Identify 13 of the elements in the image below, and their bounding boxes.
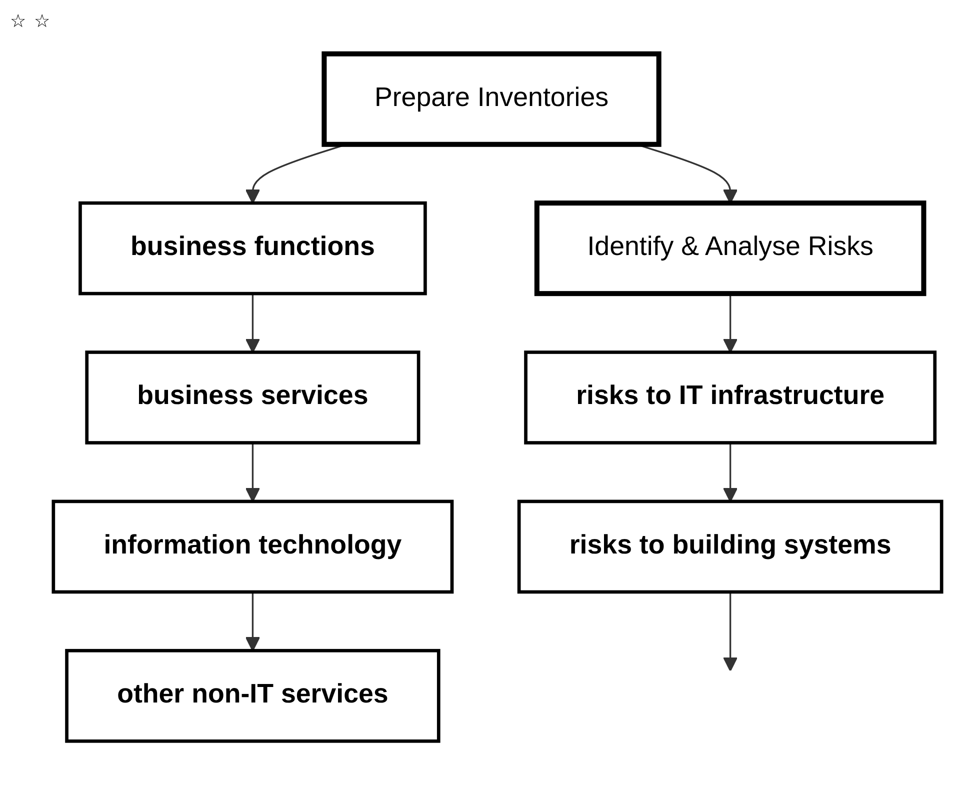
arrow [245, 592, 260, 652]
arrow [245, 294, 260, 353]
arrow [722, 592, 738, 672]
node-box: Identify & Analyse Risks [534, 200, 926, 296]
node-box: Prepare Inventories [322, 51, 662, 147]
node-box: information technology [52, 500, 454, 594]
node-box: business services [85, 350, 420, 444]
node-box: risks to IT infrastructure [524, 350, 937, 444]
node-box: business functions [78, 201, 427, 296]
node-box: risks to building systems [517, 500, 944, 594]
star-symbol: ☆ [34, 10, 50, 32]
node-box: other non-IT services [65, 648, 440, 743]
star-symbol: ☆ [10, 10, 26, 32]
